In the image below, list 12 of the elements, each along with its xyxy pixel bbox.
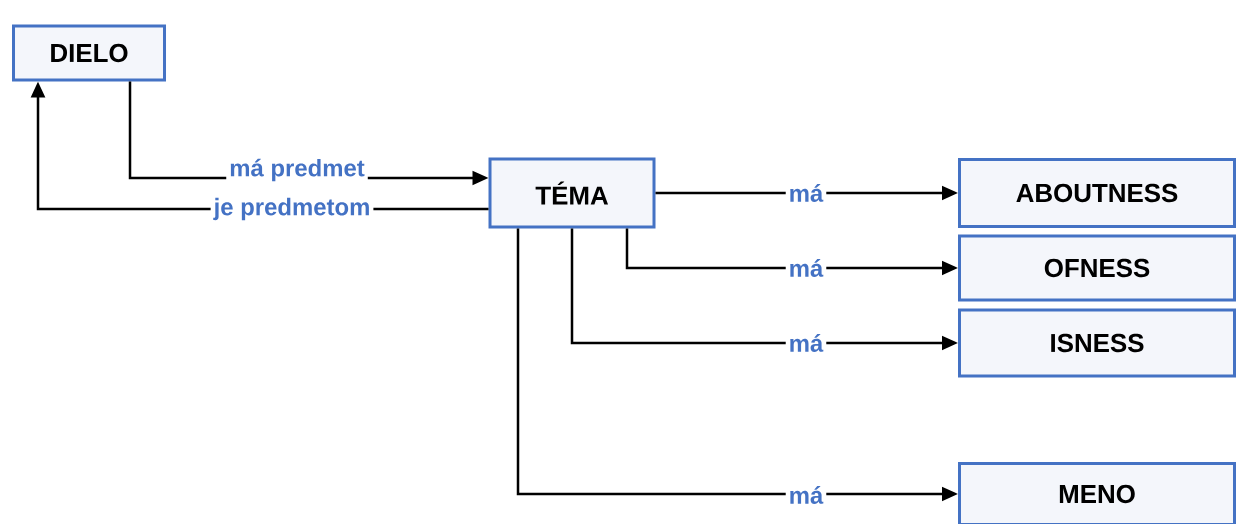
concept-box: TÉMA (488, 157, 656, 229)
concept-box: ISNESS (958, 308, 1236, 378)
edge-label: má (785, 256, 827, 280)
edge-label: má predmet (226, 155, 368, 185)
concept-box: MENO (958, 462, 1236, 524)
concept-box: ABOUTNESS (958, 158, 1236, 228)
concept-box: OFNESS (958, 234, 1236, 302)
edge-label: má (785, 483, 827, 507)
edge-label: je predmetom (210, 194, 374, 224)
edge-label: má (785, 331, 827, 355)
edge-label: má (785, 181, 827, 205)
concept-box: DIELO (12, 24, 166, 82)
